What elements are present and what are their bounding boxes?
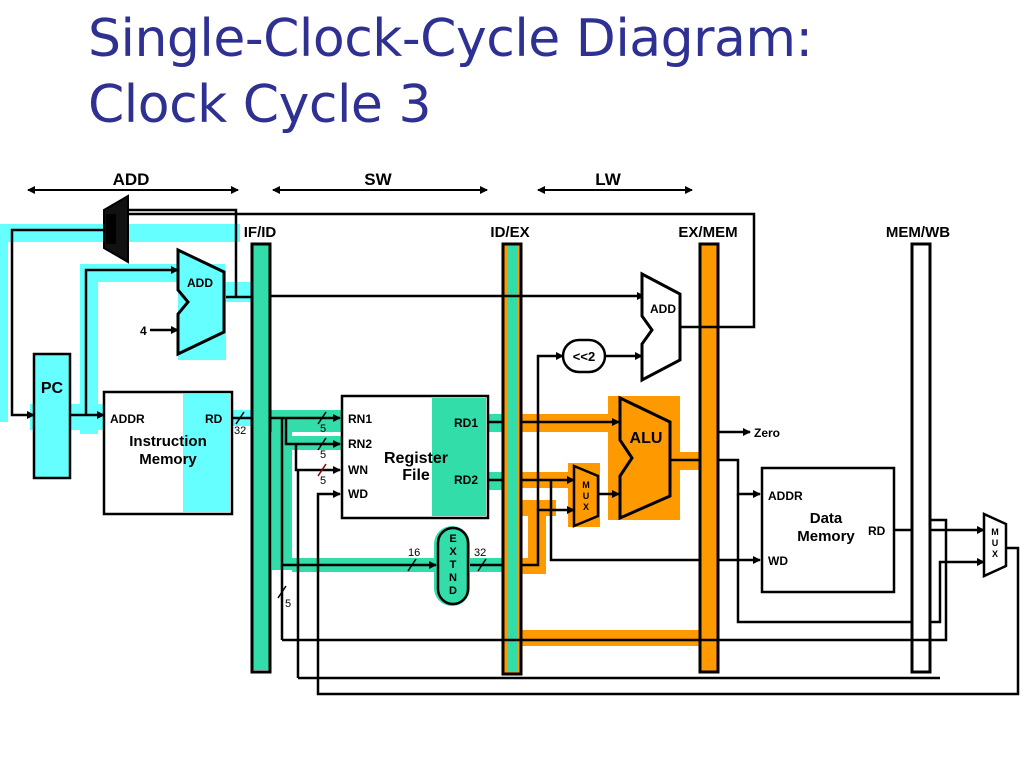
bus-width-rn1: 5 xyxy=(320,423,326,435)
instr-mem-rd-port: RD xyxy=(205,412,223,426)
data-memory: ADDR WD RD Data Memory xyxy=(760,466,896,594)
bus-width-imm-out: 32 xyxy=(474,547,486,559)
extend-letter-x: X xyxy=(449,546,457,558)
reg-title-1: Register xyxy=(384,450,448,467)
data-mem-addr-port: ADDR xyxy=(768,489,803,503)
id-ex-label: ID/EX xyxy=(490,224,529,241)
title-line-1: Single-Clock-Cycle Diagram: xyxy=(88,9,813,69)
alu: ALU Zero xyxy=(618,395,780,521)
reg-wd-port: WD xyxy=(348,487,368,501)
branch-adder-label: ADD xyxy=(650,302,676,316)
writeback-mux: M U X xyxy=(982,512,1008,578)
sw-stage-label: SW xyxy=(364,170,392,189)
title-line-2: Clock Cycle 3 xyxy=(88,75,432,135)
if-id-label: IF/ID xyxy=(244,224,277,241)
branch-adder: ADD xyxy=(640,271,682,383)
add-stage-label: ADD xyxy=(113,170,150,189)
bus-width-wb-reg: 5 xyxy=(285,598,291,610)
wb-mux-letter-m: M xyxy=(991,527,999,537)
lw-stage-label: LW xyxy=(595,170,621,189)
pc-adder-label: ADD xyxy=(187,276,213,290)
bus-width-instr: 32 xyxy=(234,425,246,437)
alu-mux-letter-u: U xyxy=(583,491,590,501)
reg-rn2-port: RN2 xyxy=(348,437,372,451)
reg-rn1-port: RN1 xyxy=(348,412,372,426)
reg-wn-port: WN xyxy=(348,463,368,477)
mem-wb-register xyxy=(910,242,932,674)
instr-mem-title-2: Memory xyxy=(139,451,197,468)
alu-label: ALU xyxy=(630,430,663,447)
alu-mux-letter-x: X xyxy=(583,502,589,512)
pipeline-registers: IF/ID ID/EX EX/MEM MEM/WB xyxy=(244,224,950,676)
alu-source-mux: M U X xyxy=(572,464,600,528)
slide-title: Single-Clock-Cycle Diagram: Clock Cycle … xyxy=(88,6,813,138)
reg-title-2: File xyxy=(402,467,430,484)
extend-letter-e: E xyxy=(449,533,456,545)
instruction-memory: ADDR RD Instruction Memory xyxy=(102,390,234,516)
bus-width-imm-in: 16 xyxy=(408,547,420,559)
shift-left-unit: <<2 xyxy=(561,338,607,374)
data-mem-title-1: Data xyxy=(810,510,843,527)
instr-mem-addr-port: ADDR xyxy=(110,412,145,426)
extend-letter-d: D xyxy=(449,585,457,597)
data-mem-title-2: Memory xyxy=(797,528,855,545)
extend-letter-n: N xyxy=(449,572,457,584)
data-mem-wd-port: WD xyxy=(768,554,788,568)
pc-adder: ADD 4 xyxy=(140,247,226,357)
zero-label: Zero xyxy=(754,426,780,440)
if-id-register xyxy=(250,242,272,674)
datapath-wires xyxy=(10,208,1020,696)
bus-width-rn2: 5 xyxy=(320,449,326,461)
register-file: RN1 RN2 WN WD RD1 RD2 Register File xyxy=(340,394,490,520)
stage-arrows: ADD SW LW xyxy=(27,170,693,194)
data-mem-rd-port: RD xyxy=(868,524,886,538)
const-four: 4 xyxy=(140,324,147,338)
extend-letter-t: T xyxy=(450,559,457,571)
wb-mux-letter-u: U xyxy=(992,538,999,548)
pc-label: PC xyxy=(41,380,64,397)
instr-mem-title-1: Instruction xyxy=(129,433,207,450)
reg-rd1-port: RD1 xyxy=(454,416,478,430)
pc-register: PC xyxy=(32,352,72,480)
sign-extend-unit: E X T N D xyxy=(436,526,470,606)
bus-width-labels: 32 5 5 5 16 32 5 xyxy=(234,423,486,610)
id-ex-register xyxy=(501,242,523,676)
bus-width-wn: 5 xyxy=(320,475,326,487)
alu-mux-letter-m: M xyxy=(582,480,590,490)
wb-mux-letter-x: X xyxy=(992,549,998,559)
shift-left-label: <<2 xyxy=(573,349,595,364)
pc-source-mux xyxy=(103,194,129,264)
bus-width-slashes xyxy=(235,411,487,599)
reg-rd2-port: RD2 xyxy=(454,473,478,487)
mem-wb-label: MEM/WB xyxy=(886,224,950,241)
ex-mem-label: EX/MEM xyxy=(678,224,737,241)
